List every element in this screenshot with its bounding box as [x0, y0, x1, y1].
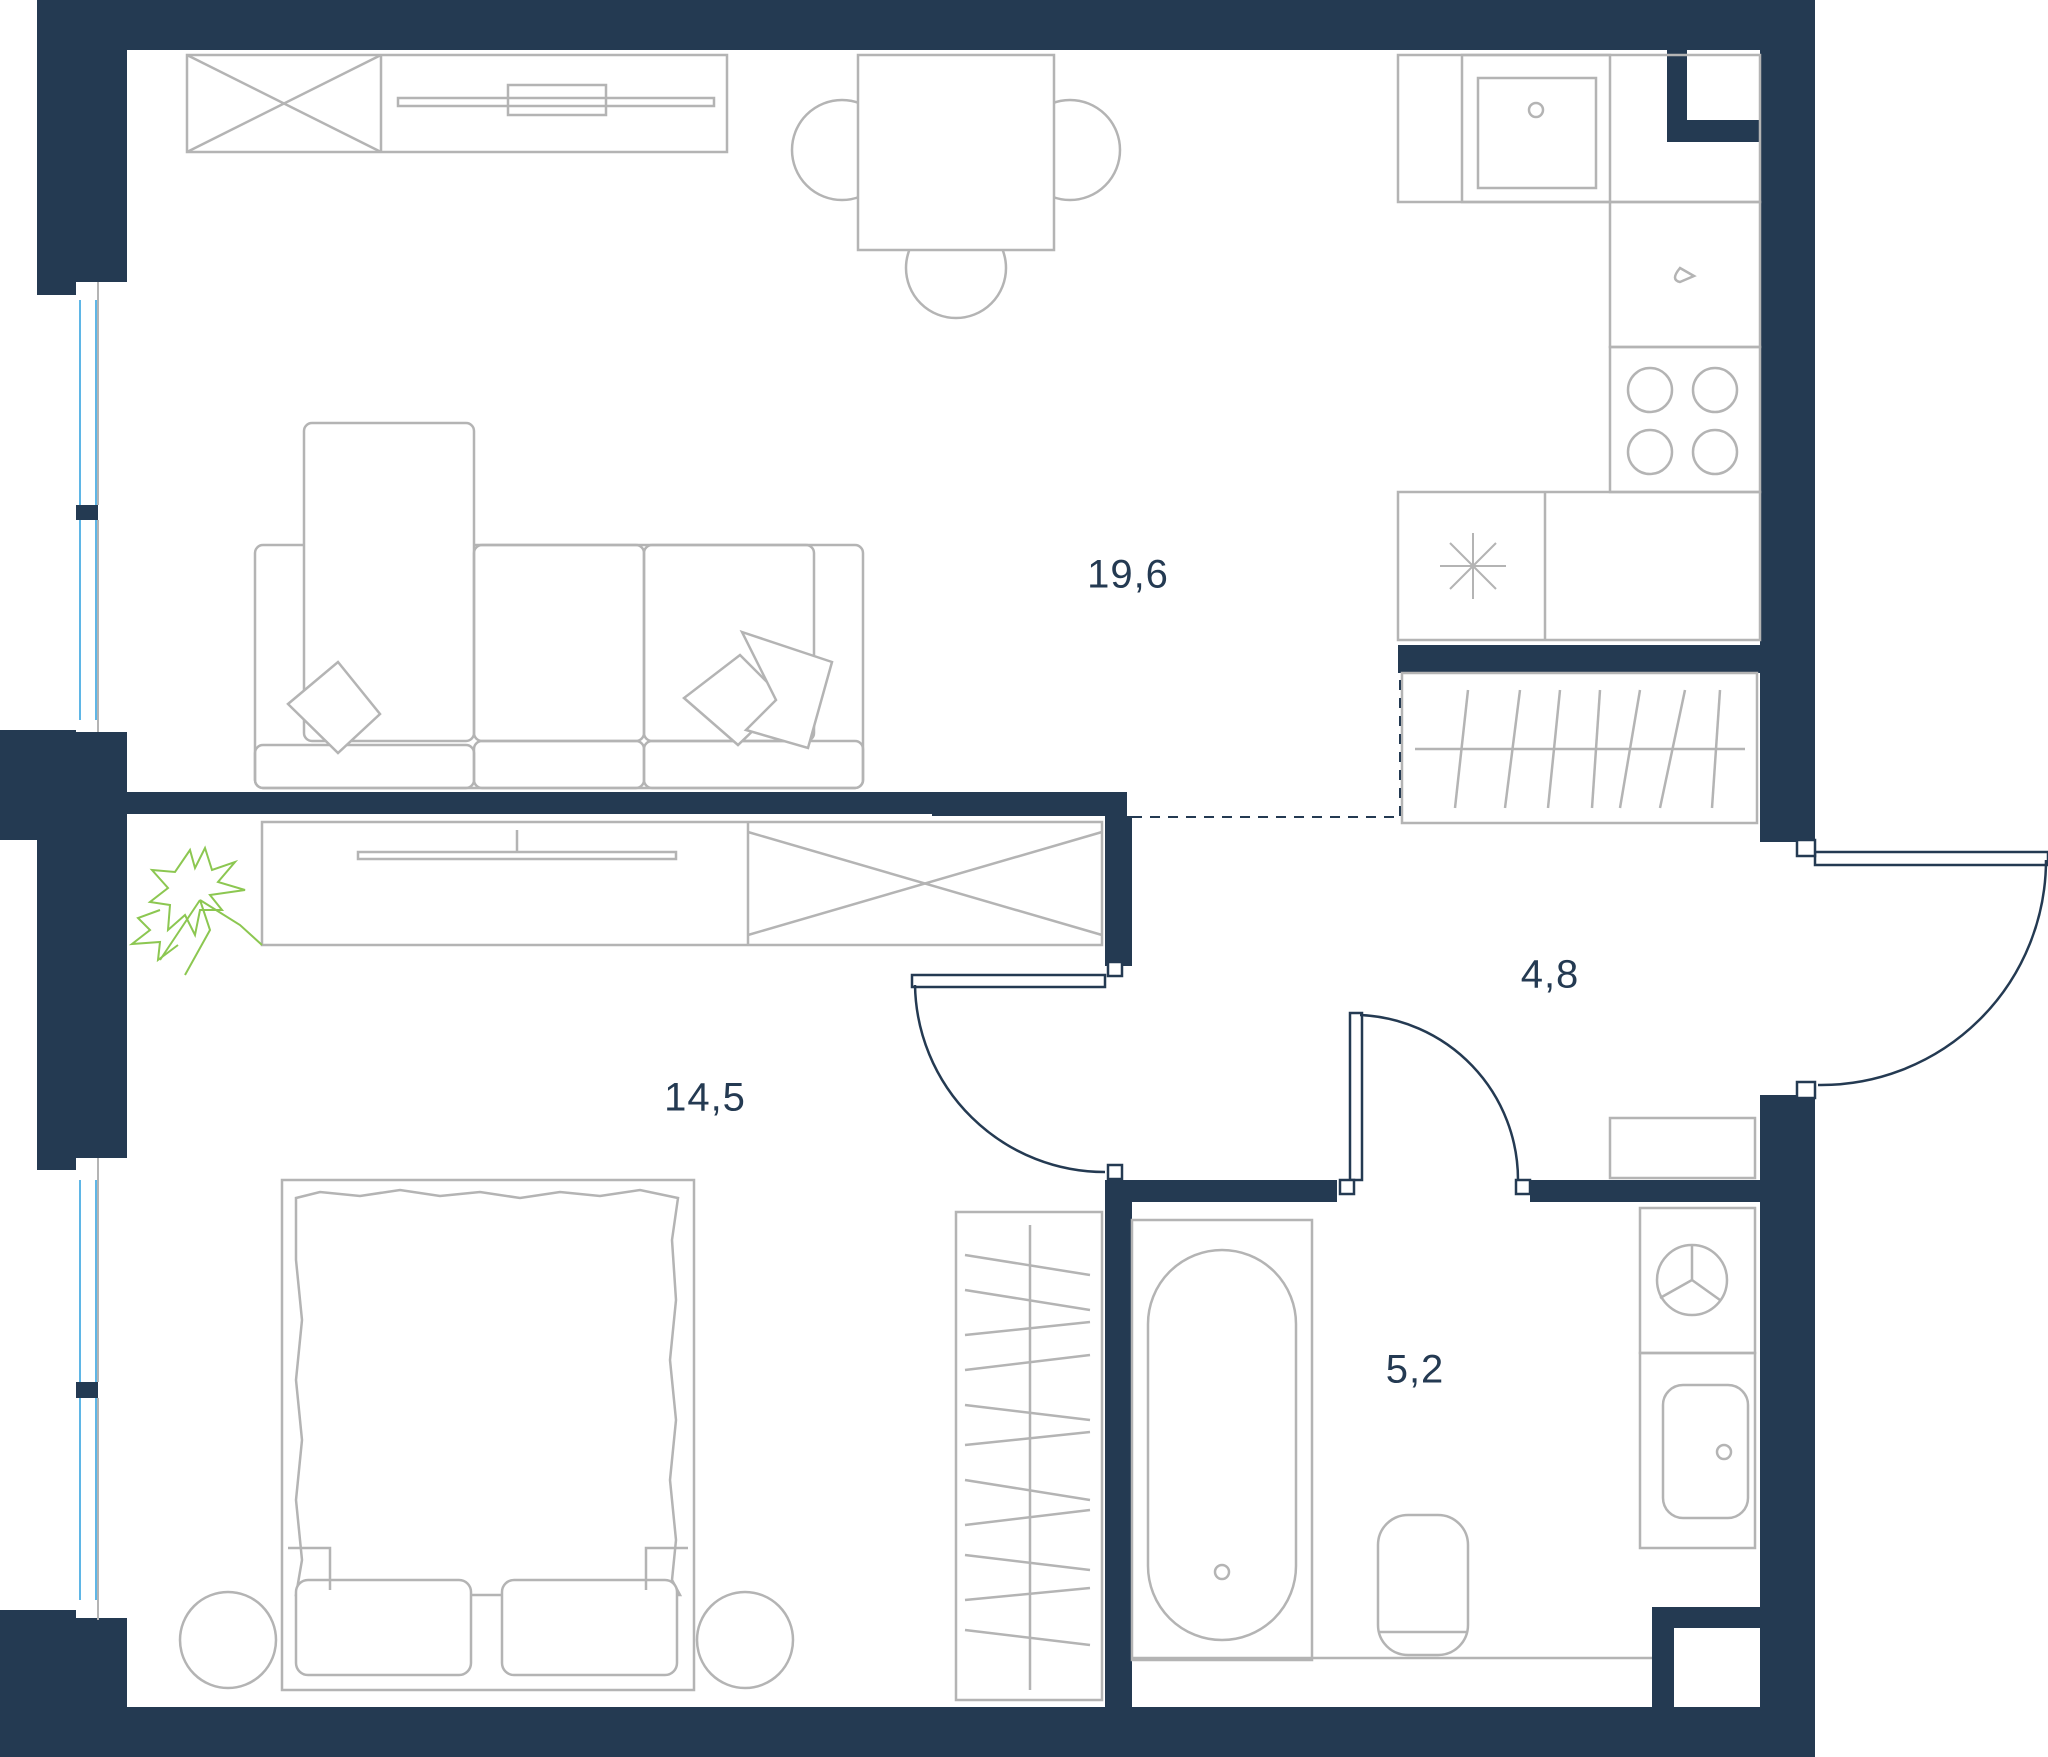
plant [128, 845, 263, 976]
room-area-living-kitchen: 19,6 [1087, 552, 1169, 597]
room-area-hallway: 4,8 [1520, 952, 1580, 997]
room-area-bedroom: 14,5 [664, 1075, 746, 1120]
zone-separator [1132, 680, 1401, 818]
doors [910, 838, 2048, 1196]
walls [0, 0, 1815, 1757]
furniture [178, 53, 1762, 1702]
room-area-bathroom: 5,2 [1385, 1347, 1445, 1392]
